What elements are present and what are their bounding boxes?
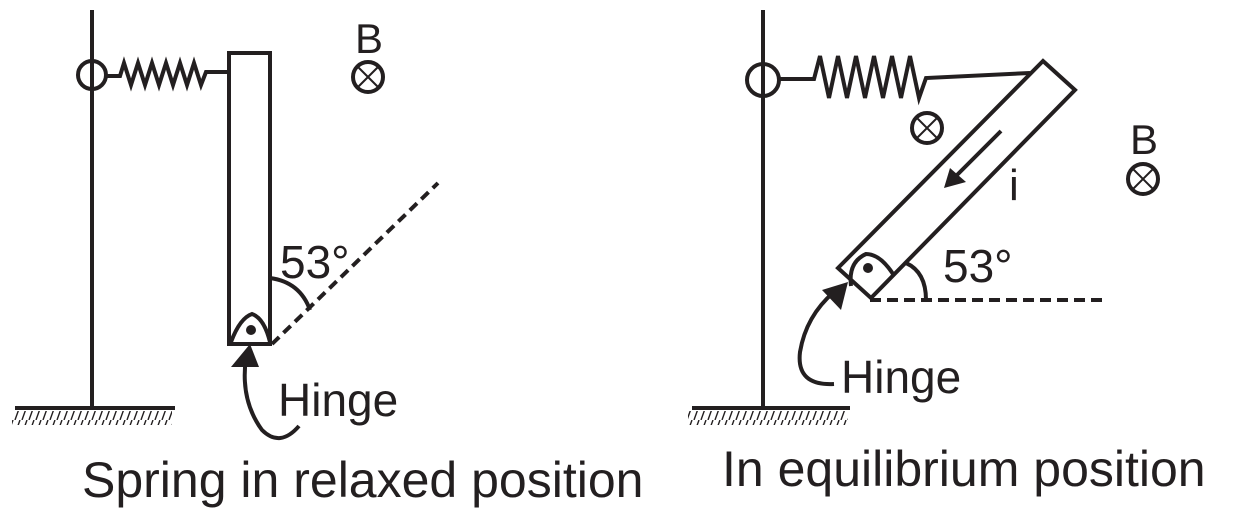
left-spring [106, 56, 228, 92]
left-hinge-label: Hinge [278, 374, 398, 426]
right-angle-arc [905, 261, 928, 301]
left-angle-arc [269, 276, 312, 311]
right-hinge-label: Hinge [841, 351, 961, 403]
right-hinge-pointer-arrow [797, 290, 836, 387]
right-figure: i B 53° Hinge In equilibrium position [688, 10, 1206, 497]
current-arrow-shaft [950, 129, 1003, 182]
right-spring [779, 55, 1031, 106]
right-angle-label: 53° [943, 240, 1013, 292]
left-angle-reference-line [270, 181, 440, 346]
left-angle-label: 53° [280, 236, 350, 288]
right-hinge-arrowhead-icon [822, 282, 848, 310]
current-arrowhead-icon [944, 168, 966, 188]
current-label: i [1009, 161, 1019, 210]
left-hinge [229, 311, 272, 343]
left-figure: 53° B Hinge Spring in relaxed position [12, 10, 643, 508]
left-rod [227, 51, 272, 346]
left-field-into-page-icon [351, 60, 385, 94]
right-hinge-pin [863, 263, 873, 273]
right-field-label: B [1130, 116, 1158, 163]
right-caption: In equilibrium position [722, 441, 1206, 497]
left-ground [12, 406, 175, 425]
right-rod-field-into-page-icon [910, 111, 944, 145]
left-caption: Spring in relaxed position [82, 452, 643, 508]
right-hinge [848, 251, 895, 287]
left-hinge-pointer-arrow [242, 357, 301, 440]
left-hinge-arrowhead-icon [231, 344, 259, 367]
right-ground [688, 406, 850, 425]
right-field-into-page-icon [1126, 162, 1160, 196]
left-hinge-pin [246, 325, 256, 335]
left-field-label: B [355, 15, 383, 62]
